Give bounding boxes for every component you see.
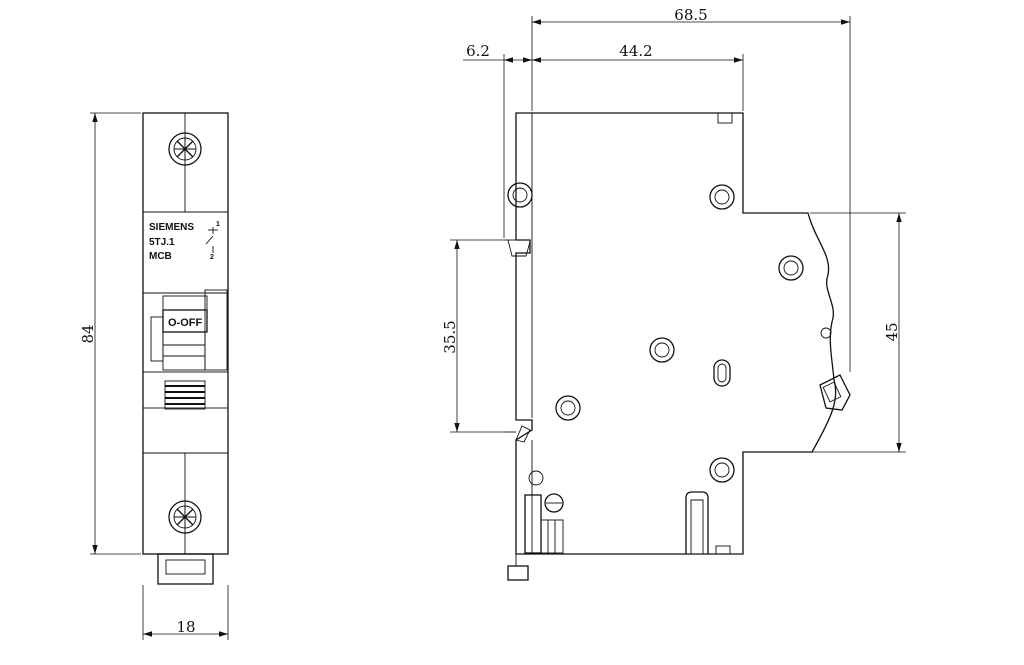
terminal-bottom-label: 2 [210,254,214,261]
dimension-total-depth [531,16,851,372]
side-view: 68.5 6.2 44.2 35.5 45 [441,6,906,581]
dim-width-value: 18 [176,618,195,636]
rail-hook [515,425,531,443]
dim-rail-height-value: 35.5 [441,320,459,353]
small-hole-icon [528,470,544,486]
dim-front-height-value: 45 [883,322,901,341]
dimension-rail-height [450,239,504,433]
rivet-icon [649,337,675,363]
dim-front-offset-value: 6.2 [466,42,490,60]
dim-top-depth-value: 44.2 [619,42,652,60]
toggle-label: O-OFF [168,317,202,329]
brand-label: SIEMENS [149,222,194,233]
small-hole-icon [820,327,832,339]
rivet-icon [709,184,735,210]
terminal-screw-icon [168,500,202,534]
dimension-front-offset [463,54,532,238]
dimension-front-height [810,212,906,453]
dim-height-value: 84 [79,324,97,343]
toggle-lever [142,289,229,410]
front-body-outline [142,112,229,555]
model-label: 5TJ.1 [149,237,175,248]
dim-total-depth-value: 68.5 [674,6,707,24]
rivet-icon [507,182,533,208]
dimension-height [90,112,141,555]
rivet-icon [555,395,581,421]
front-view: SIEMENS 5TJ.1 MCB 1 2 O-OFF [79,112,229,640]
terminal-screw-icon [168,132,202,166]
side-body-outline [515,112,837,555]
slot-icon [713,359,731,387]
type-label: MCB [149,251,172,262]
dimension-top-depth [532,54,744,111]
rear-latch [819,374,851,411]
din-clip [157,553,214,585]
rivet-icon [709,457,735,483]
dimension-width [142,585,229,640]
side-din-clip [507,493,564,581]
spring-slot [685,491,731,555]
top-notch [717,112,733,124]
rivet-icon [778,255,804,281]
terminal-top-label: 1 [216,221,220,228]
switch-symbol-icon [205,227,218,253]
rail-hook [507,239,531,257]
